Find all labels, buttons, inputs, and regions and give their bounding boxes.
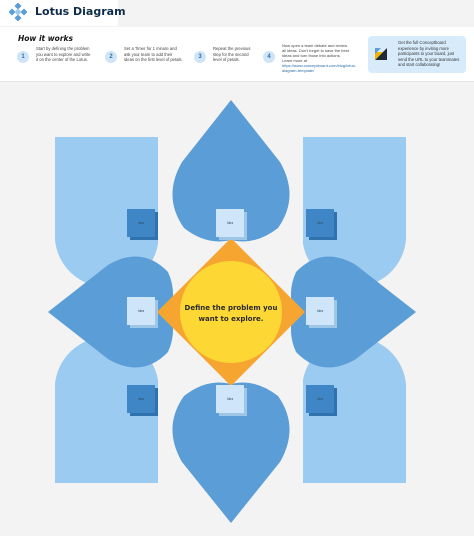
svg-text:Idea: Idea — [227, 221, 233, 225]
petal-bottom-right[interactable] — [303, 336, 406, 483]
svg-text:Idea: Idea — [138, 397, 144, 401]
idea-note-bottom[interactable]: Idea — [216, 385, 247, 416]
idea-note-top-left[interactable]: Idea — [127, 209, 158, 240]
svg-text:Idea: Idea — [138, 221, 144, 225]
step-1-number: 1 — [17, 51, 29, 63]
petal-bottom[interactable] — [172, 382, 290, 524]
step-1-text: Start by defining the problem you want t… — [36, 46, 91, 63]
step-3-text: Repeat the previous step for the second … — [213, 46, 251, 63]
upgrade-text: Get the full Conceptboard experience by … — [398, 40, 460, 67]
petal-top[interactable] — [172, 100, 290, 242]
upgrade-card[interactable]: Get the full Conceptboard experience by … — [368, 36, 466, 73]
idea-note-top-right[interactable]: Idea — [306, 209, 337, 240]
svg-text:Idea: Idea — [317, 221, 323, 225]
conceptboard-icon — [375, 48, 387, 60]
idea-note-top[interactable]: Idea — [216, 209, 247, 240]
step-3-number: 3 — [194, 51, 206, 63]
idea-note-left[interactable]: Idea — [127, 297, 158, 328]
step-4-text: Now open a team debate and review all id… — [282, 43, 364, 74]
lotus-logo-icon — [9, 3, 27, 21]
petal-left[interactable] — [48, 256, 174, 368]
svg-text:Idea: Idea — [317, 309, 323, 313]
board-title: Lotus Diagram — [35, 5, 126, 18]
petal-right[interactable] — [290, 256, 416, 368]
center-problem-line-1: Define the problem you — [185, 304, 278, 312]
idea-note-bottom-left[interactable]: Idea — [127, 385, 158, 416]
how-it-works-title: How it works — [18, 34, 73, 43]
learn-more-link[interactable]: https://www.conceptboard.com/blog/lotus-… — [282, 63, 357, 74]
idea-note-bottom-right[interactable]: Idea — [306, 385, 337, 416]
board-title-card[interactable]: Lotus Diagram — [0, 0, 126, 26]
petal-top-right[interactable] — [303, 137, 406, 288]
svg-text:Idea: Idea — [317, 397, 323, 401]
step-2-number: 2 — [105, 51, 117, 63]
center-circle[interactable] — [180, 261, 282, 363]
svg-text:Idea: Idea — [138, 309, 144, 313]
step-4-number: 4 — [263, 51, 275, 63]
petal-top-left[interactable] — [55, 137, 158, 288]
petal-bottom-left[interactable] — [55, 336, 158, 483]
svg-text:Idea: Idea — [227, 397, 233, 401]
center-problem-line-2: want to explore. — [199, 315, 264, 323]
step-2-text: Set a Timer for 1 minute and ask your te… — [124, 46, 183, 63]
idea-note-right[interactable]: Idea — [306, 297, 337, 328]
